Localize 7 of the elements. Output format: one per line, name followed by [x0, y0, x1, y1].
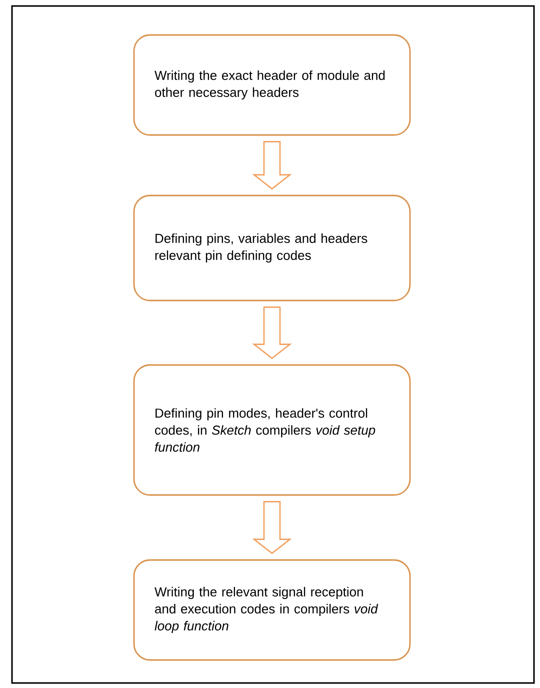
block-arrow	[252, 141, 292, 190]
process-box: Defining pin modes, header's control codes, in Sketch compilers void setup function	[133, 364, 411, 496]
process-box: Defining pins, variables and headers relevant pin defining codes	[133, 194, 411, 302]
process-box: Writing the exact header of module and other necessary headers	[133, 34, 411, 136]
block-arrow	[252, 306, 292, 360]
process-box: Writing the relevant signal reception and execution codes in compilers void loop function	[133, 559, 411, 661]
block-arrow	[252, 501, 292, 554]
